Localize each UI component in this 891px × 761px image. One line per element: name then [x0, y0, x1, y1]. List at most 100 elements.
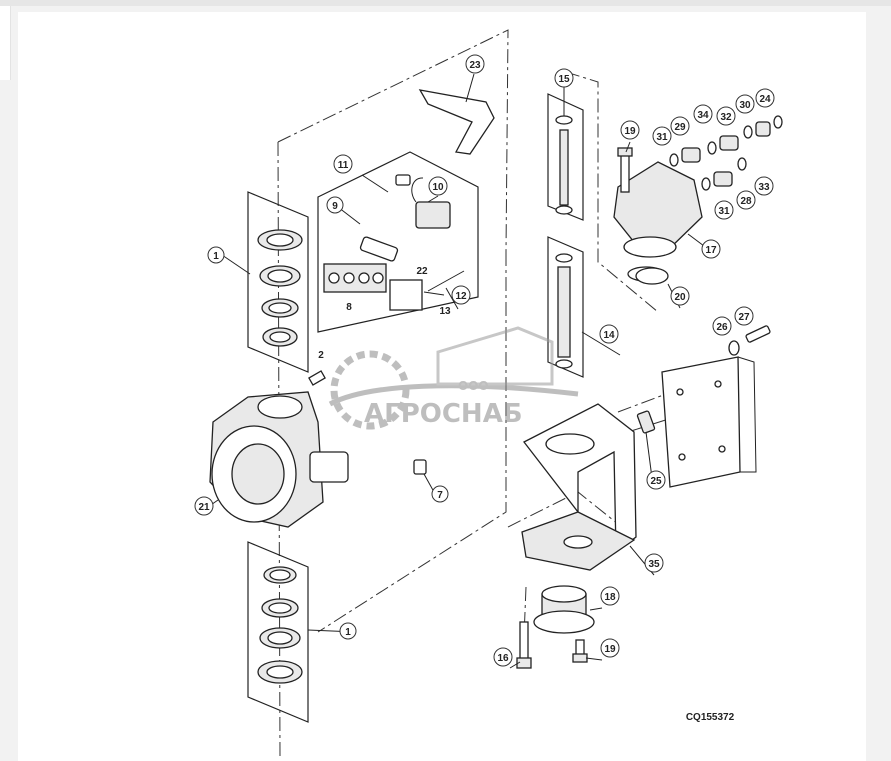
svg-text:2: 2: [318, 350, 324, 361]
mounting-plate: [661, 356, 757, 488]
svg-text:25: 25: [650, 476, 662, 487]
bushing-18: [533, 585, 595, 634]
watermark-prefix: ООО: [458, 379, 489, 393]
bolt-19-lower: [572, 639, 588, 663]
callout-19a: 19: [620, 120, 640, 140]
callout-35: 35: [644, 553, 664, 573]
svg-text:15: 15: [558, 74, 570, 85]
svg-text:34: 34: [697, 110, 709, 121]
callout-8: 8: [346, 302, 352, 313]
svg-text:22: 22: [416, 266, 428, 277]
callout-24: 24: [755, 88, 775, 108]
bolt-16: [516, 621, 532, 669]
callout-7: 7: [431, 485, 449, 503]
svg-text:19: 19: [624, 126, 636, 137]
callout-34: 34: [693, 104, 713, 124]
callout-29: 29: [670, 116, 690, 136]
sensor-kit: [317, 151, 479, 333]
svg-text:8: 8: [346, 302, 352, 313]
knuckle-housing-21: [209, 391, 349, 528]
top-bar: [0, 0, 891, 6]
svg-text:28: 28: [740, 196, 752, 207]
callout-19b: 19: [600, 638, 620, 658]
svg-text:19: 19: [604, 644, 616, 655]
callout-10: 10: [428, 176, 448, 196]
svg-text:27: 27: [738, 312, 750, 323]
shaft-15: [547, 93, 584, 221]
svg-text:35: 35: [648, 559, 660, 570]
small-part-2: [308, 370, 326, 386]
callout-9: 9: [326, 196, 344, 214]
ring-1e: [263, 566, 297, 584]
ring-1c: [261, 298, 299, 318]
svg-text:11: 11: [338, 160, 349, 171]
ring-1g: [259, 627, 301, 649]
svg-text:14: 14: [603, 330, 615, 341]
callout-16: 16: [493, 647, 513, 667]
callout-2: 2: [318, 350, 324, 361]
callout-1a: 1: [207, 246, 225, 264]
callout-33: 33: [754, 176, 774, 196]
callout-31b: 31: [714, 200, 734, 220]
callout-15: 15: [554, 68, 574, 88]
svg-text:13: 13: [439, 306, 451, 317]
svg-text:17: 17: [705, 245, 717, 256]
callouts: 1 1 2 7 8 9 10 11 12 13 14 15 16 17 18 1…: [194, 54, 775, 667]
seal-kit-upper: [247, 191, 309, 373]
callout-26: 26: [712, 316, 732, 336]
bracket-23: [418, 89, 495, 155]
callout-12: 12: [451, 285, 471, 305]
callout-31a: 31: [652, 126, 672, 146]
svg-text:24: 24: [759, 94, 771, 105]
callout-18: 18: [600, 586, 620, 606]
svg-text:20: 20: [674, 292, 686, 303]
callout-13: 13: [439, 306, 451, 317]
watermark-brand: АГРОСНАБ: [364, 399, 523, 429]
plug-7: [413, 459, 427, 475]
shaft-14: [547, 236, 584, 378]
ring-1f: [261, 598, 299, 618]
callout-28: 28: [736, 190, 756, 210]
svg-text:23: 23: [469, 60, 481, 71]
ring-1b: [259, 265, 301, 287]
svg-text:31: 31: [718, 206, 730, 217]
callout-21: 21: [194, 496, 214, 516]
svg-text:29: 29: [674, 122, 686, 133]
watermark-logo: ООО АГРОСНАБ: [328, 326, 579, 430]
callout-27: 27: [734, 306, 754, 326]
callout-17: 17: [701, 239, 721, 259]
svg-text:21: 21: [198, 502, 210, 513]
oring-20: [635, 267, 669, 285]
bracket-22: [389, 279, 423, 311]
callout-1b: 1: [339, 622, 357, 640]
exploded-parts-diagram: 1 1 2 7 8 9 10 11 12 13 14 15 16 17 18 1…: [194, 29, 783, 758]
callout-32: 32: [716, 106, 736, 126]
svg-text:18: 18: [604, 592, 616, 603]
terminal-block-8: [323, 263, 387, 293]
svg-text:32: 32: [720, 112, 732, 123]
svg-text:12: 12: [455, 291, 467, 302]
screw-12: [427, 270, 465, 292]
svg-text:1: 1: [345, 627, 351, 638]
valve-housing-17: [613, 161, 703, 282]
svg-text:16: 16: [497, 653, 509, 664]
svg-text:31: 31: [656, 132, 668, 143]
callout-30: 30: [735, 94, 755, 114]
bolt-19: [617, 147, 633, 193]
figure-code: CQ155372: [686, 712, 735, 723]
diagram-sheet: 1 1 2 7 8 9 10 11 12 13 14 15 16 17 18 1…: [18, 12, 866, 761]
callout-23: 23: [465, 54, 485, 74]
pin-25: [636, 410, 656, 434]
svg-text:33: 33: [758, 182, 770, 193]
seal-kit-lower: [247, 541, 309, 723]
pivot-bracket-35: [521, 403, 637, 571]
fittings: [669, 115, 783, 191]
svg-text:7: 7: [437, 490, 443, 501]
leader-lines: [207, 73, 709, 669]
washer-26: [728, 340, 740, 356]
svg-text:1: 1: [213, 251, 219, 262]
svg-text:30: 30: [739, 100, 751, 111]
bolt-27: [745, 325, 771, 343]
ring-1d: [262, 327, 298, 347]
ring-1a: [257, 229, 303, 251]
